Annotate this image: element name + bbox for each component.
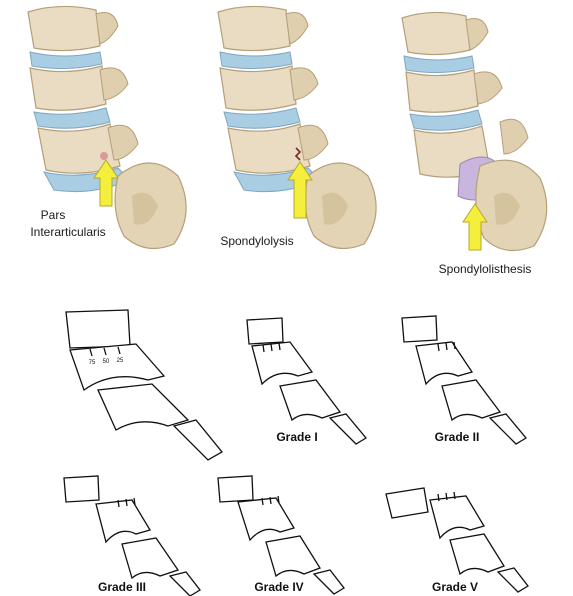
percent-mark-50: 50	[103, 359, 110, 365]
grade-4-diagram: Grade IV	[218, 476, 344, 594]
grade-4-label: Grade IV	[254, 580, 303, 594]
spondylolysis-label: Spondylolysis	[220, 234, 293, 248]
spondylolisthesis-label: Spondylolisthesis	[439, 262, 532, 276]
spine-panel-spondylolisthesis: Spondylolisthesis	[402, 12, 547, 276]
percent-mark-75: 75	[89, 360, 96, 366]
grade-2-label: Grade II	[435, 430, 480, 444]
grade-3-label: Grade III	[98, 580, 146, 594]
pars-label-line2: Interarticularis	[30, 225, 105, 239]
spine-panel-spondylolysis: Spondylolysis	[218, 6, 376, 248]
grade-1-label: Grade I	[276, 430, 317, 444]
percent-mark-25: 25	[117, 358, 124, 364]
pars-label-line1: Pars	[41, 208, 66, 222]
spine-panel-pars: Pars Interarticularis	[28, 6, 186, 248]
grade-3-diagram: Grade III	[64, 476, 200, 596]
grade-1-diagram: Grade I	[247, 318, 366, 444]
grade-5-label: Grade V	[432, 580, 478, 594]
grade-2-diagram: Grade II	[402, 316, 526, 444]
grade-5-diagram: Grade V	[386, 488, 528, 594]
meyerding-reference-diagram: 75 50 25	[66, 310, 222, 460]
